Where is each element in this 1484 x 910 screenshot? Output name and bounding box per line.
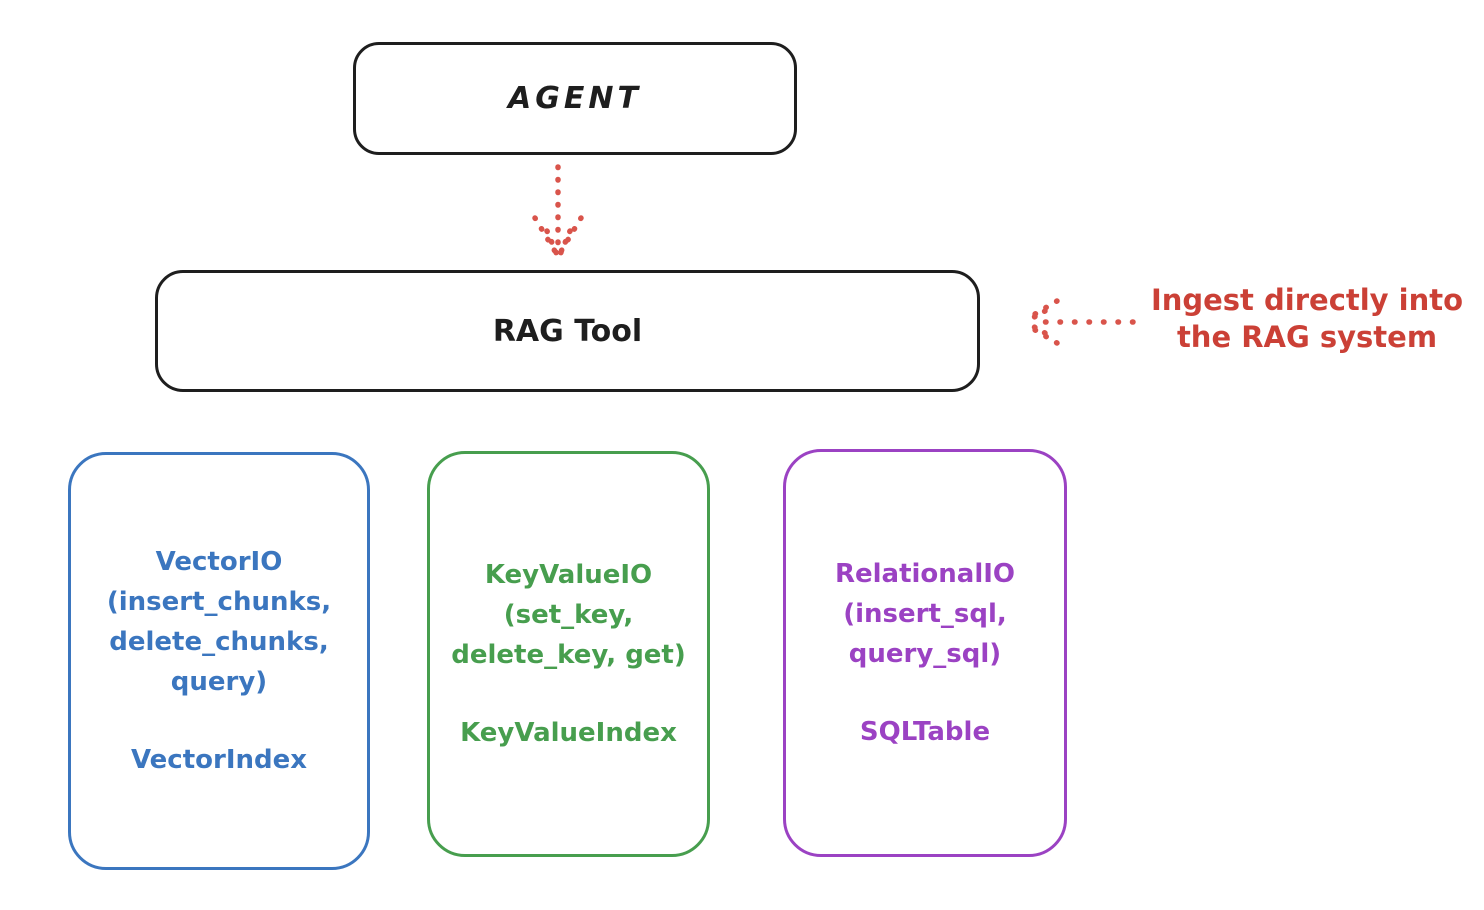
keyvalue-io-index-label: KeyValueIndex <box>460 718 677 748</box>
vector-io-index-label: VectorIndex <box>130 745 308 775</box>
agent-box-label: AGENT <box>508 81 642 116</box>
keyvalue-io-box: KeyValueIO (set_key, delete_key, get) Ke… <box>427 451 710 857</box>
arrow-agent-to-ragtool-icon <box>532 164 584 260</box>
relational-io-index-label: SQLTable <box>859 717 991 747</box>
arrow-annotation-to-ragtool-icon <box>1022 298 1136 346</box>
agent-box: AGENT <box>353 42 797 155</box>
keyvalue-io-body: KeyValueIO (set_key, delete_key, get) <box>451 560 686 670</box>
relational-io-box: RelationalIO (insert_sql, query_sql) SQL… <box>783 449 1067 857</box>
vector-io-body: VectorIO (insert_chunks, delete_chunks, … <box>106 547 332 697</box>
ingest-annotation: Ingest directly into the RAG system <box>1150 283 1464 354</box>
rag-tool-box-label: RAG Tool <box>492 313 643 349</box>
vector-io-box: VectorIO (insert_chunks, delete_chunks, … <box>68 452 370 870</box>
relational-io-body: RelationalIO (insert_sql, query_sql) <box>834 559 1016 669</box>
rag-tool-box: RAG Tool <box>155 270 980 392</box>
